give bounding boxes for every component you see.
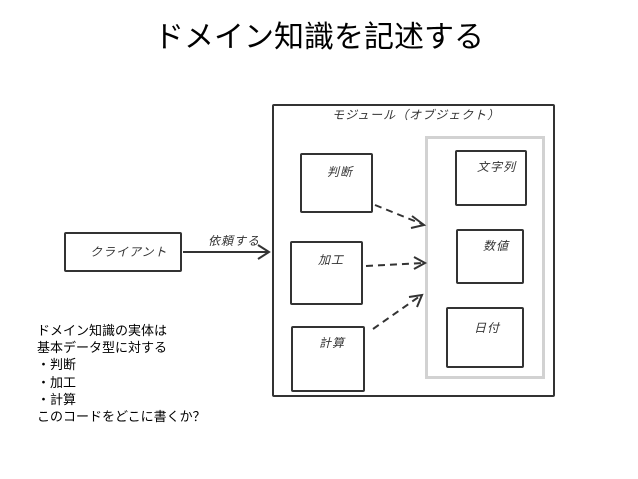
date-label: 日付 [474,321,501,335]
client-box [64,232,182,272]
object-area [425,136,545,379]
judge-box [300,153,373,213]
process-arrowhead [413,256,428,270]
note-line: このコードをどこに書くか？ [37,410,206,426]
calc-arrowhead [408,293,424,308]
note-line: ・判断 [37,358,77,374]
calc-label: 計算 [319,336,346,350]
date-box [446,307,524,368]
string-label: 文字列 [477,160,517,174]
note-line: 基本データ型に対する [37,341,168,357]
process-label: 加工 [318,253,345,267]
module-label: モジュール（オブジェクト） [332,108,501,122]
note-line: ・計算 [37,392,77,408]
judge-label: 判断 [327,165,354,179]
number-box [456,229,524,284]
judge-arrow [374,204,423,225]
note-line: ドメイン知識の実体は [37,324,168,339]
string-box [455,150,527,206]
judge-arrowhead [410,215,427,229]
calc-arrow [372,295,421,330]
number-label: 数値 [483,239,510,253]
client-label: クライアント [90,245,168,259]
request-arrowhead [257,244,271,260]
notes: ドメイン知識の実体は 基本データ型に対する ・判断 ・加工 ・計算 このコードを… [37,323,277,426]
calc-box [291,326,365,392]
process-arrow [365,262,424,267]
process-box [290,241,363,305]
request-label: 依頼する [208,234,261,248]
slide-title: ドメイン知識を記述する [154,20,484,55]
note-line: ・加工 [37,375,77,391]
